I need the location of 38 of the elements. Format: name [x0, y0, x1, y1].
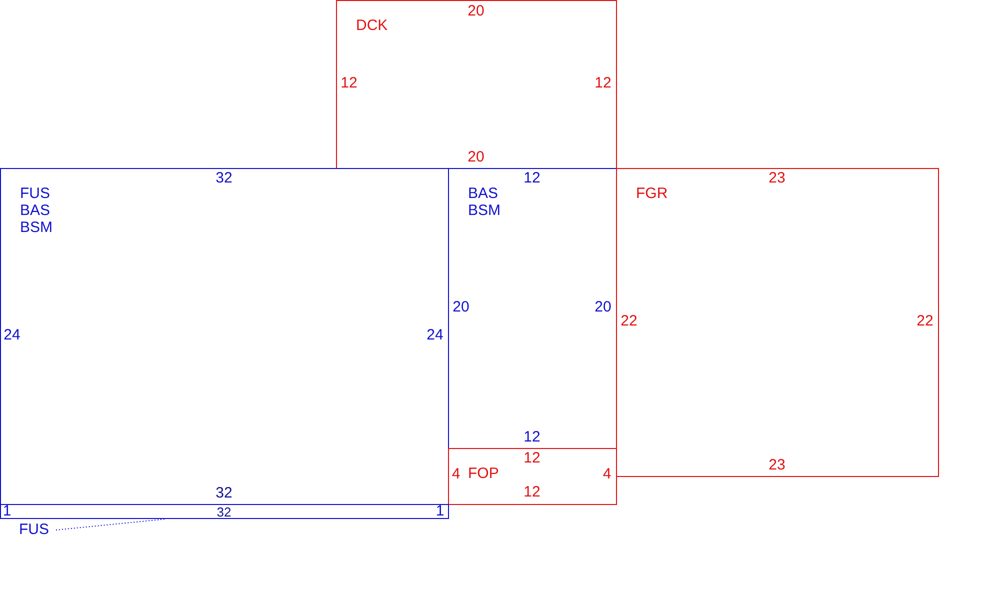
room-code: BAS	[20, 202, 50, 218]
dimension-value: 32	[216, 486, 232, 500]
room-code: BAS	[468, 184, 498, 202]
room-code: DCK	[356, 16, 388, 34]
strip-outline	[0, 504, 449, 519]
dimension-value: 32	[216, 170, 232, 186]
deck-area	[336, 0, 617, 169]
dimension-value: 20	[468, 150, 484, 164]
area-code: FUS	[19, 521, 49, 538]
dimension-value: 23	[768, 458, 786, 472]
fuselage-area	[0, 168, 449, 505]
leader-line	[56, 518, 166, 530]
dimension-value: 4	[602, 466, 612, 482]
dimension-value: 20	[468, 4, 484, 18]
dimension-value: 12	[340, 76, 358, 90]
dimension-value: 1	[2, 504, 12, 518]
room-code: BSM	[468, 202, 501, 218]
dimension-value: 22	[916, 314, 934, 328]
dimension-value: 12	[594, 76, 612, 90]
dimension-value: 20	[452, 300, 470, 314]
room-code: BSM	[20, 218, 53, 236]
dimension-value: 4	[452, 466, 460, 482]
dimension-value: 12	[524, 170, 540, 186]
dimension-value: 23	[768, 170, 786, 186]
dimension-value: 24	[4, 328, 20, 342]
dimension-value: 12	[524, 450, 540, 466]
dimension-value: 24	[426, 328, 444, 342]
dimension-value: 1	[436, 504, 444, 518]
room-code: FOP	[468, 464, 499, 482]
room-code: FGR	[636, 184, 668, 202]
floor-area	[616, 168, 939, 477]
dimension-value: 12	[524, 430, 540, 444]
dimension-value: 32	[216, 505, 232, 518]
room-code: FUS	[20, 184, 50, 202]
dimension-value: 22	[620, 314, 638, 328]
dimension-value: 20	[594, 300, 612, 314]
floor-plate-area	[448, 448, 617, 505]
dimension-value: 12	[524, 484, 540, 500]
